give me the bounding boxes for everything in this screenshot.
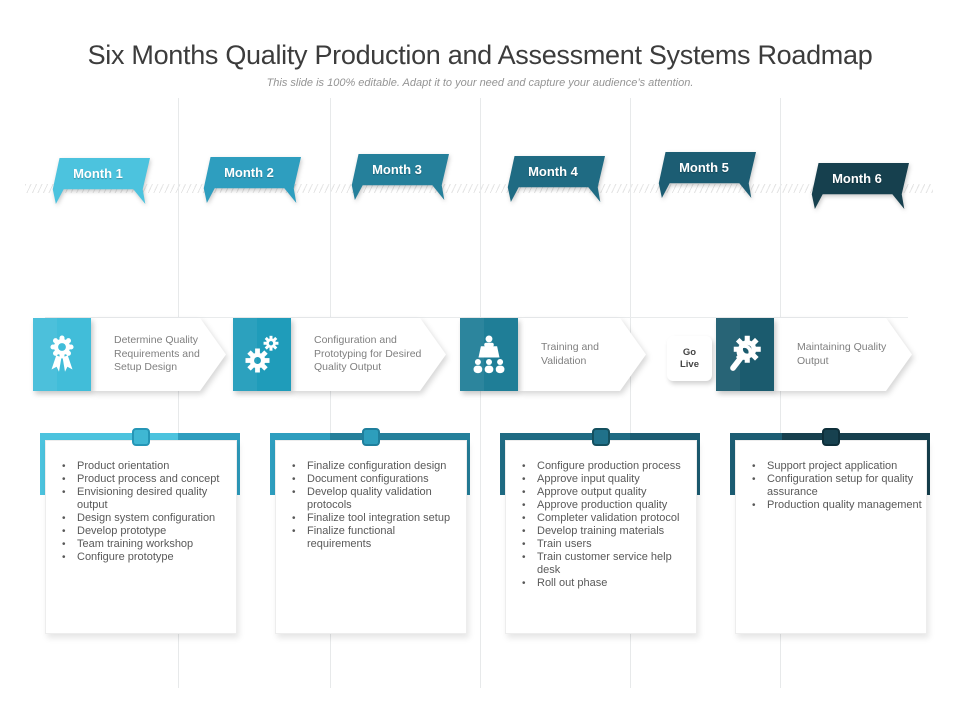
go-live-milestone[interactable]: Go Live <box>667 336 712 381</box>
month-3-ribbon[interactable]: Month 3 <box>345 154 449 200</box>
task-item: Configuration setup for quality assuranc… <box>748 473 922 499</box>
task-item: Roll out phase <box>518 577 692 590</box>
column-divider <box>330 98 331 688</box>
bracket-bar <box>178 433 240 440</box>
task-item: Approve input quality <box>518 473 692 486</box>
task-item: Production quality management <box>748 499 922 512</box>
task-item: Envisioning desired quality output <box>58 486 232 512</box>
bracket-bar <box>40 433 178 440</box>
month-label: Month 5 <box>679 160 729 175</box>
step-4-arrow[interactable]: Maintaining Quality Output <box>774 318 912 391</box>
award-ribbon-icon <box>41 332 83 377</box>
task-item: Configure production process <box>518 460 692 473</box>
bracket-arm <box>270 433 277 495</box>
bracket-arm <box>730 433 737 495</box>
task-item: Train customer service help desk <box>518 551 692 577</box>
task-item: Finalize tool integration setup <box>288 512 462 525</box>
month-label: Month 6 <box>832 171 882 186</box>
task-item: Develop prototype <box>58 525 232 538</box>
task-card: Finalize configuration design Document c… <box>275 440 467 634</box>
bracket-bar <box>782 433 930 440</box>
task-item: Product orientation <box>58 460 232 473</box>
timeline-hatch-band <box>25 184 933 193</box>
step-label: Training and Validation <box>541 340 599 367</box>
month-4-ribbon[interactable]: Month 4 <box>501 156 605 202</box>
task-list: Support project application Configuratio… <box>736 441 926 512</box>
task-item: Product process and concept <box>58 473 232 486</box>
step-2-icon-tile[interactable] <box>233 318 291 391</box>
step-label: Configuration and Prototyping for Desire… <box>314 333 422 374</box>
task-item: Configure prototype <box>58 551 232 564</box>
task-item: Develop training materials <box>518 525 692 538</box>
task-item: Approve production quality <box>518 499 692 512</box>
task-card: Support project application Configuratio… <box>735 440 927 634</box>
month-1-ribbon[interactable]: Month 1 <box>46 158 150 204</box>
step-1-arrow[interactable]: Determine Quality Requirements and Setup… <box>91 318 226 391</box>
bracket-bar <box>330 433 470 440</box>
go-live-label: Go Live <box>679 347 699 370</box>
bracket-arm <box>500 433 507 495</box>
month-label: Month 3 <box>372 162 422 177</box>
task-item: Completer validation protocol <box>518 512 692 525</box>
month-label: Month 4 <box>528 164 578 179</box>
column-divider <box>178 98 179 688</box>
month-2-ribbon[interactable]: Month 2 <box>197 157 301 203</box>
step-3-arrow[interactable]: Training and Validation <box>518 318 646 391</box>
bracket-bar <box>730 433 782 440</box>
month-label: Month 1 <box>73 166 123 181</box>
task-item: Design system configuration <box>58 512 232 525</box>
month-label: Month 2 <box>224 165 274 180</box>
step-2-arrow[interactable]: Configuration and Prototyping for Desire… <box>291 318 446 391</box>
gear-wrench-icon <box>724 332 766 377</box>
task-item: Train users <box>518 538 692 551</box>
bracket-handle[interactable] <box>592 428 610 446</box>
task-item: Document configurations <box>288 473 462 486</box>
bracket-arm <box>40 433 47 495</box>
step-3-icon-tile[interactable] <box>460 318 518 391</box>
column-divider <box>630 98 631 688</box>
column-divider <box>480 98 481 688</box>
month-6-ribbon[interactable]: Month 6 <box>805 163 909 209</box>
page-title: Six Months Quality Production and Assess… <box>87 40 873 70</box>
step-label: Maintaining Quality Output <box>797 340 887 367</box>
task-item: Approve output quality <box>518 486 692 499</box>
task-item: Finalize configuration design <box>288 460 462 473</box>
column-divider <box>780 98 781 688</box>
bracket-bar <box>500 433 630 440</box>
task-card: Product orientation Product process and … <box>45 440 237 634</box>
month-5-ribbon[interactable]: Month 5 <box>652 152 756 198</box>
gears-icon <box>241 332 283 377</box>
presenter-audience-icon <box>468 332 510 377</box>
step-4-icon-tile[interactable] <box>716 318 774 391</box>
bracket-bar <box>270 433 330 440</box>
page-subtitle: This slide is 100% editable. Adapt it to… <box>266 77 694 89</box>
bracket-handle[interactable] <box>362 428 380 446</box>
step-1-icon-tile[interactable] <box>33 318 91 391</box>
task-group-2: Finalize configuration design Document c… <box>270 428 470 634</box>
step-label: Determine Quality Requirements and Setup… <box>114 333 200 374</box>
timeline-baseline <box>45 317 908 318</box>
bracket-handle[interactable] <box>132 428 150 446</box>
task-group-3: Configure production process Approve inp… <box>500 428 700 634</box>
task-list: Finalize configuration design Document c… <box>276 441 466 551</box>
task-list: Product orientation Product process and … <box>46 441 236 564</box>
task-item: Support project application <box>748 460 922 473</box>
task-group-1: Product orientation Product process and … <box>40 428 240 634</box>
task-card: Configure production process Approve inp… <box>505 440 697 634</box>
task-item: Team training workshop <box>58 538 232 551</box>
bracket-handle[interactable] <box>822 428 840 446</box>
task-item: Finalize functional requirements <box>288 525 462 551</box>
task-list: Configure production process Approve inp… <box>506 441 696 590</box>
bracket-bar <box>630 433 700 440</box>
task-item: Develop quality validation protocols <box>288 486 462 512</box>
task-group-4: Support project application Configuratio… <box>730 428 930 634</box>
